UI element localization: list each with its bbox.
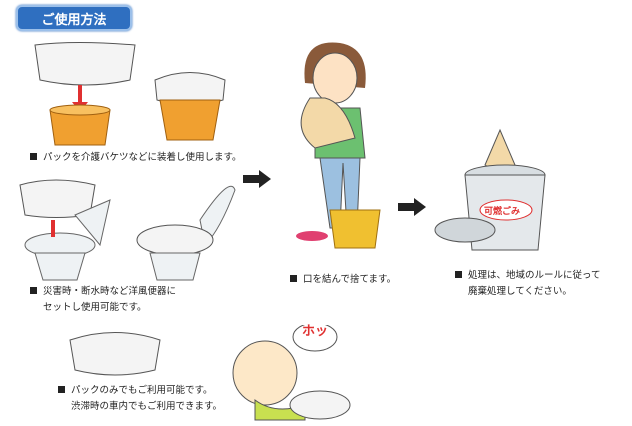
trash-can-illustration xyxy=(434,128,546,251)
step-toilet-caption: 災害時・断水時など洋風便器にセットし使用可能です。 xyxy=(30,284,176,316)
bullet-icon xyxy=(290,275,297,282)
speech-bubble-text: ホッ xyxy=(302,324,329,339)
bullet-icon xyxy=(30,287,37,294)
step-bucket-caption: パックを介護バケツなどに装着し使用します。 xyxy=(30,150,242,166)
bullet-icon xyxy=(30,153,37,160)
step-pack-only-caption: パックのみでもご利用可能です。渋滞時の車内でもご利用できます。 xyxy=(58,383,222,415)
bucket-attach-illustration xyxy=(34,42,226,146)
toilet-attach-illustration xyxy=(19,179,236,281)
usage-header: ご使用方法 xyxy=(16,5,132,31)
girl-tying-bag-illustration xyxy=(296,42,381,249)
pack-only-illustration xyxy=(69,325,351,421)
arrow-right-icon xyxy=(398,198,426,216)
bullet-icon xyxy=(455,271,462,278)
step-tie-caption: 口を結んで捨てます。 xyxy=(290,272,396,288)
trash-label: 可燃ごみ xyxy=(484,207,521,217)
step-dispose-caption: 処理は、地域のルールに従って廃棄処理してください。 xyxy=(455,268,601,300)
arrow-right-icon xyxy=(243,170,271,188)
bullet-icon xyxy=(58,386,65,393)
